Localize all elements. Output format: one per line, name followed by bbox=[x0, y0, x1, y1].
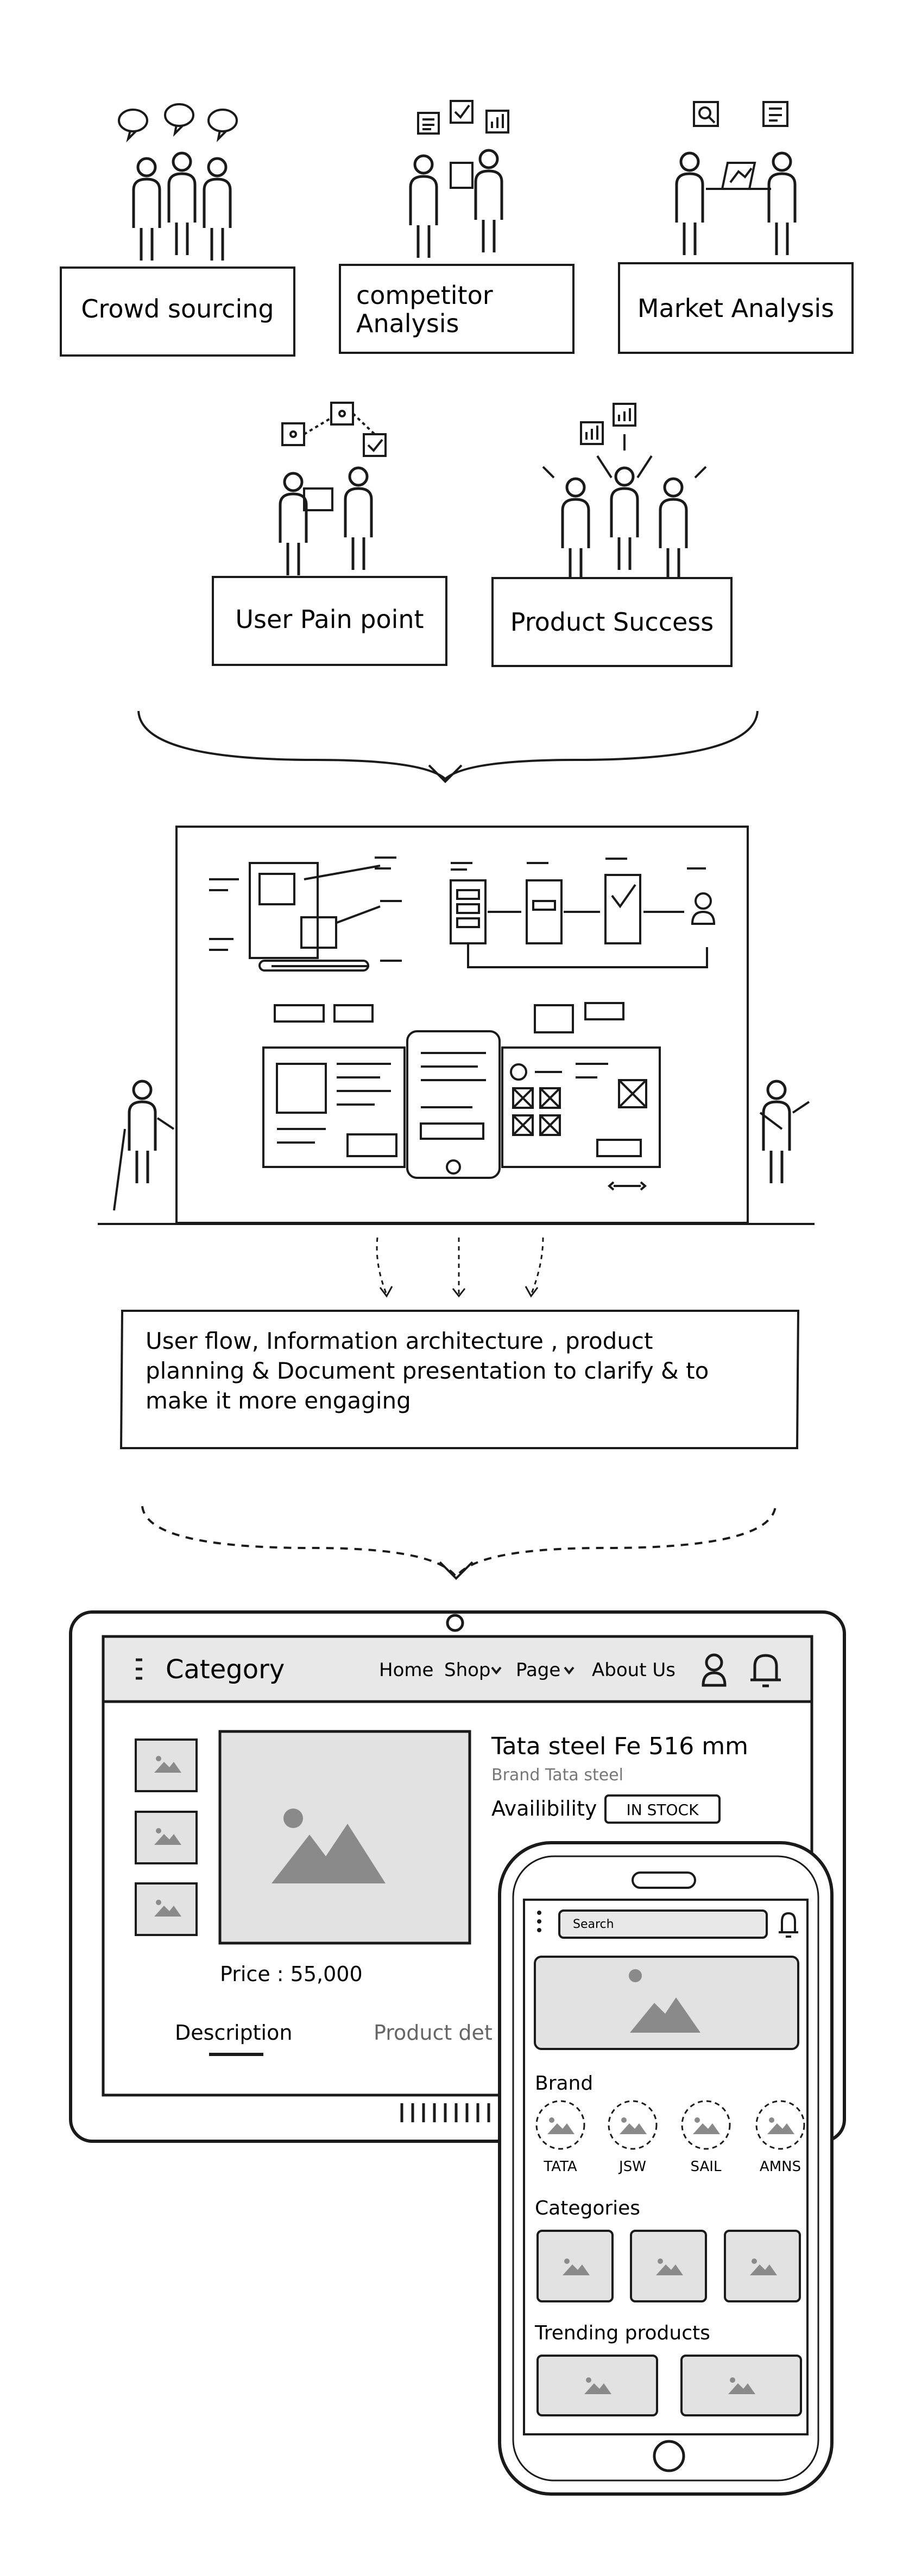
planning-arrows bbox=[376, 1237, 544, 1295]
planning-caption-line3: make it more engaging bbox=[146, 1387, 411, 1414]
phone-trending-heading: Trending products bbox=[534, 2322, 710, 2344]
brand-logo-sail[interactable] bbox=[681, 2100, 731, 2150]
phone-hero-banner[interactable] bbox=[534, 1956, 799, 2050]
competitor-label-line1: competitor bbox=[356, 281, 493, 310]
notification-bell-icon[interactable] bbox=[750, 1654, 781, 1687]
user-account-icon[interactable] bbox=[702, 1653, 727, 1687]
market-analysis-illustration bbox=[677, 101, 795, 255]
product-success-label: Product Success bbox=[510, 607, 714, 637]
product-main-image bbox=[218, 1730, 471, 1945]
phone-menu-icon[interactable] bbox=[537, 1911, 541, 1932]
planning-caption-box bbox=[119, 1310, 800, 1449]
tablet-nav-page[interactable]: Page bbox=[516, 1659, 560, 1681]
market-analysis-label: Market Analysis bbox=[637, 294, 834, 323]
planning-board bbox=[98, 826, 815, 1225]
trending-product-card[interactable] bbox=[680, 2355, 802, 2416]
competitor-analysis-illustration bbox=[411, 100, 509, 258]
stock-status-badge bbox=[604, 1794, 721, 1824]
category-card[interactable] bbox=[630, 2230, 707, 2302]
dashed-merge-arrow-head bbox=[439, 1561, 474, 1580]
market-analysis-box bbox=[618, 262, 854, 354]
product-thumbnail[interactable] bbox=[135, 1739, 198, 1792]
brand-label-sail: SAIL bbox=[691, 2159, 722, 2175]
brand-label-amns: AMNS bbox=[760, 2159, 801, 2175]
brand-logo-jsw[interactable] bbox=[608, 2100, 658, 2150]
page-chevron-down-icon bbox=[564, 1666, 575, 1675]
availability-label: Availibility bbox=[491, 1797, 597, 1820]
merge-brace bbox=[137, 710, 759, 781]
competitor-analysis-box bbox=[339, 264, 575, 354]
product-brand-line: Brand Tata steel bbox=[491, 1766, 623, 1785]
product-price: Price : 55,000 bbox=[220, 1962, 363, 1986]
category-card[interactable] bbox=[536, 2230, 614, 2302]
planning-arrow-heads bbox=[379, 1286, 539, 1298]
user-pain-point-label: User Pain point bbox=[235, 605, 424, 634]
phone-categories-heading: Categories bbox=[535, 2197, 640, 2219]
tablet-menu-icon[interactable] bbox=[136, 1658, 142, 1680]
crowd-sourcing-label: Crowd sourcing bbox=[81, 294, 274, 323]
brand-label-jsw: JSW bbox=[618, 2159, 646, 2175]
brand-logo-amns[interactable] bbox=[755, 2100, 805, 2150]
trending-product-card[interactable] bbox=[536, 2355, 658, 2416]
tab-product-details[interactable]: Product det bbox=[374, 2021, 493, 2045]
product-thumbnail[interactable] bbox=[135, 1811, 198, 1864]
merge-arrow-head bbox=[428, 764, 463, 783]
shop-chevron-down-icon bbox=[491, 1666, 502, 1675]
planning-caption-line1: User flow, Information architecture , pr… bbox=[146, 1328, 653, 1354]
product-success-box bbox=[491, 577, 733, 667]
product-title: Tata steel Fe 516 mm bbox=[491, 1733, 748, 1760]
phone-search-placeholder: Search bbox=[573, 1918, 614, 1931]
planning-caption-line2: planning & Document presentation to clar… bbox=[146, 1357, 709, 1384]
crowd-sourcing-illustration bbox=[118, 103, 238, 261]
brand-label-tata: TATA bbox=[543, 2159, 577, 2175]
phone-notification-bell-icon[interactable] bbox=[779, 1912, 798, 1938]
product-thumbnail[interactable] bbox=[135, 1882, 198, 1936]
user-pain-point-illustration bbox=[280, 402, 387, 575]
product-success-illustration bbox=[542, 403, 707, 581]
phone-search-input[interactable] bbox=[558, 1909, 768, 1939]
stock-status-text: IN STOCK bbox=[627, 1801, 699, 1819]
dashed-merge-brace bbox=[141, 1506, 777, 1579]
tablet-nav-shop[interactable]: Shop bbox=[444, 1659, 491, 1681]
competitor-label-line2: Analysis bbox=[356, 309, 459, 338]
category-card[interactable] bbox=[724, 2230, 801, 2302]
tablet-header-title: Category bbox=[166, 1654, 285, 1685]
user-pain-point-box bbox=[212, 576, 447, 666]
tablet-nav-about[interactable]: About Us bbox=[592, 1659, 676, 1681]
crowd-sourcing-box bbox=[60, 267, 295, 357]
tablet-nav-home[interactable]: Home bbox=[379, 1659, 433, 1681]
phone-brand-heading: Brand bbox=[535, 2072, 593, 2095]
brand-logo-tata[interactable] bbox=[535, 2100, 585, 2150]
tab-description[interactable]: Description bbox=[175, 2021, 292, 2045]
